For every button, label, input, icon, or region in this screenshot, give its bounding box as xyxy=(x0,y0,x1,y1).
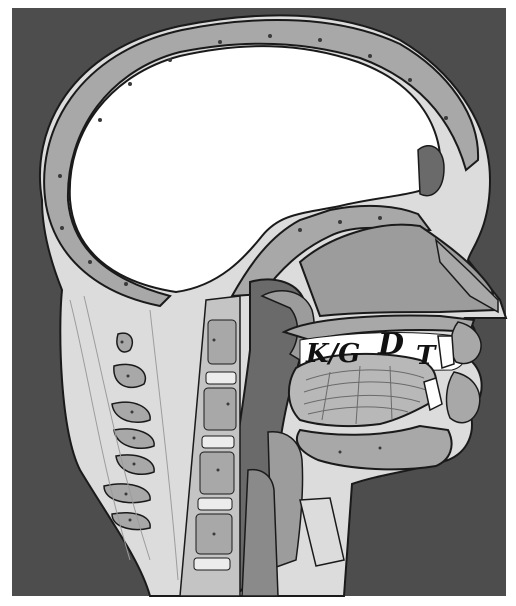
label-velar-kg: K/G xyxy=(305,339,360,369)
label-dental-t: T xyxy=(416,341,437,371)
esophagus xyxy=(242,470,278,596)
label-alveolar-d: D xyxy=(377,327,404,362)
